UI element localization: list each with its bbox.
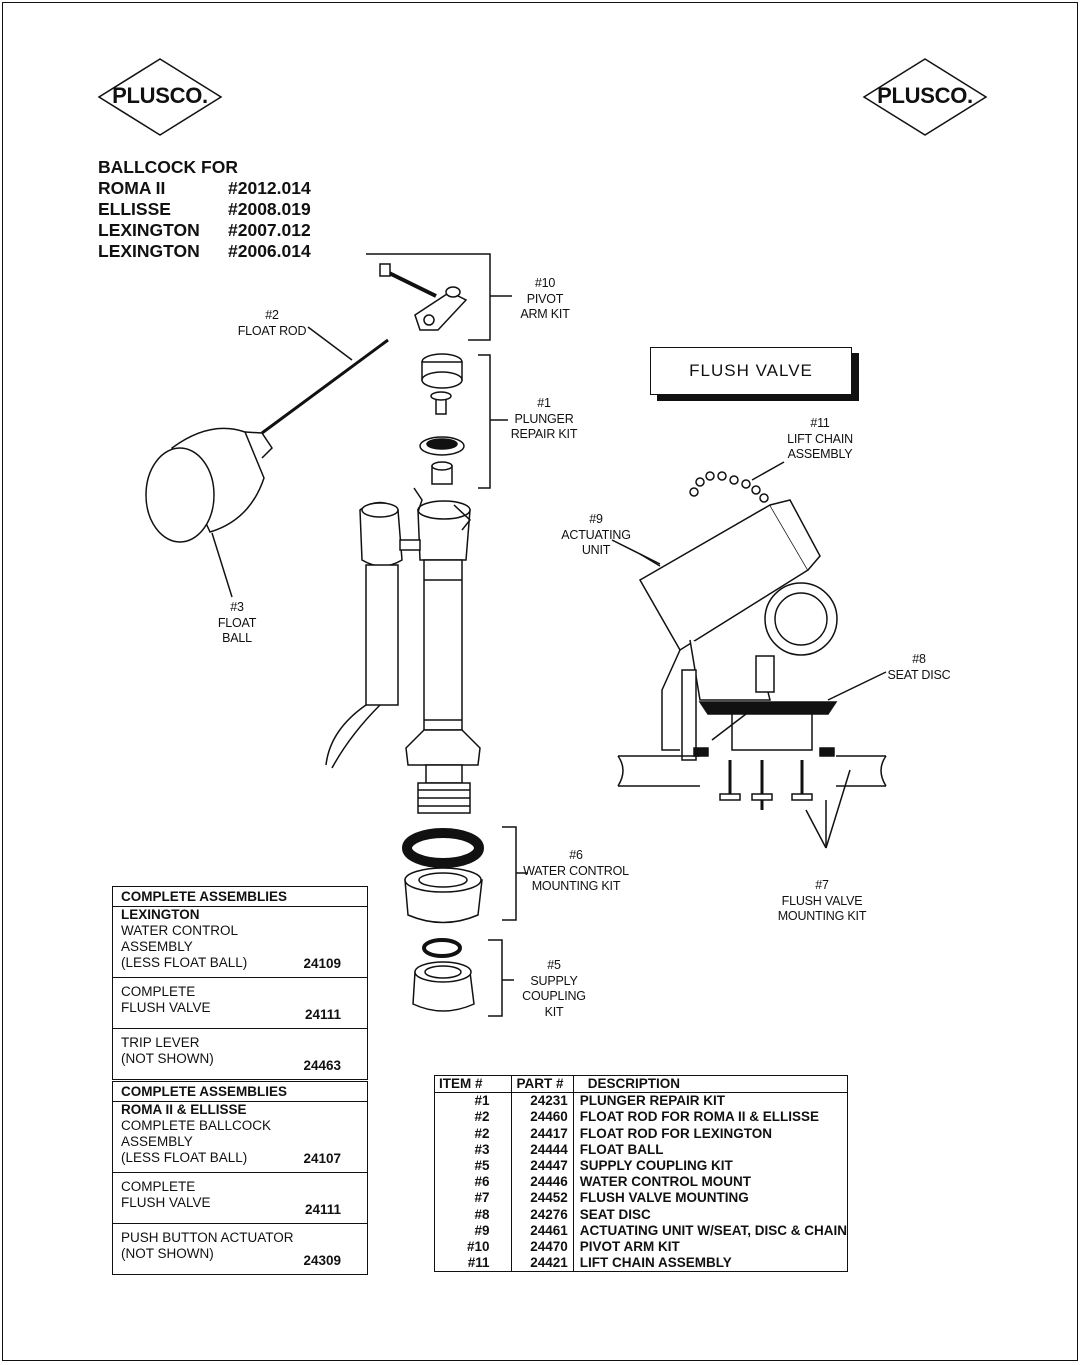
part-number: 24111 [304, 1007, 341, 1022]
logo-diamond-left [97, 58, 223, 136]
lift-chain [689, 461, 785, 503]
float-ball [145, 427, 273, 598]
actuating-unit [638, 499, 838, 761]
ballcock-body [325, 487, 481, 814]
assembly-section: COMPLETE FLUSH VALVE 24111 [113, 978, 367, 1029]
part-number: 24463 [303, 1058, 341, 1073]
model-row: LEXINGTON#2007.012 [98, 220, 311, 240]
callout-actuating-unit: #9 ACTUATING UNIT [561, 512, 631, 557]
callout-plunger-repair-kit: #1 PLUNGER REPAIR KIT [510, 396, 578, 441]
title-heading: BALLCOCK FOR [98, 157, 238, 177]
float-rod [261, 338, 389, 435]
model-row: ROMA II#2012.014 [98, 178, 311, 198]
callout-seat-disc: #8 SEAT DISC [887, 652, 951, 682]
callout-supply-coupling-kit: #5 SUPPLY COUPLING KIT [522, 958, 586, 1019]
column-header-part: PART # [511, 1076, 574, 1094]
assembly-section: COMPLETE FLUSH VALVE 24111 [113, 1173, 367, 1224]
logo-right: PLUSCO. [862, 57, 988, 137]
assembly-section: PUSH BUTTON ACTUATOR (NOT SHOWN) 24309 [121, 1230, 341, 1268]
part-number: 24109 [303, 956, 341, 971]
callout-float-rod: #2 FLOAT ROD [237, 308, 307, 338]
part-number: 24107 [303, 1151, 341, 1166]
callout-flush-valve-mounting-kit: #7 FLUSH VALVE MOUNTING KIT [777, 878, 867, 923]
mounting-bolts [719, 760, 851, 849]
callout-float-ball: #3 FLOAT BALL [217, 600, 257, 645]
assembly-section: LEXINGTON WATER CONTROL ASSEMBLY (LESS F… [113, 907, 367, 978]
parts-table-header: ITEM # PART # DESCRIPTION [435, 1076, 847, 1094]
water-control-mount [402, 828, 484, 924]
assembly-section: TRIP LEVER (NOT SHOWN) 24463 [121, 1035, 341, 1073]
model-row: ELLISSE#2008.019 [98, 199, 311, 219]
part-number: 24309 [303, 1253, 341, 1268]
model-row: LEXINGTON#2006.014 [98, 241, 311, 261]
supply-coupling [412, 938, 475, 1012]
tank-bottom [617, 747, 887, 787]
logo-left-text: PLUSCO. [112, 83, 208, 108]
logo-left: PLUSCO. [97, 57, 223, 137]
bracket-pivot-arm [366, 253, 491, 341]
pivot-arm-part [379, 263, 468, 331]
logo-diamond-right [862, 58, 988, 136]
assemblies-header: COMPLETE ASSEMBLIES [113, 887, 367, 907]
callout-pivot-arm-kit: #10 PIVOT ARM KIT [520, 276, 570, 321]
column-header-item: ITEM # [435, 1076, 513, 1094]
seat-disc [698, 671, 887, 751]
part-number: 24111 [304, 1202, 341, 1217]
callout-water-control-mounting-kit: #6 WATER CONTROL MOUNTING KIT [523, 848, 629, 893]
assemblies-header: COMPLETE ASSEMBLIES [113, 1082, 367, 1102]
column-header-description: DESCRIPTION [573, 1076, 847, 1094]
assemblies-roma-box: COMPLETE ASSEMBLIES ROMA II & ELLISSE CO… [112, 1081, 368, 1275]
assemblies-lexington-box: COMPLETE ASSEMBLIES LEXINGTON WATER CONT… [112, 886, 368, 1080]
title-block: BALLCOCK FOR ROMA II#2012.014 ELLISSE#20… [98, 157, 311, 262]
callout-lift-chain-assembly: #11 LIFT CHAIN ASSEMBLY [787, 416, 853, 461]
logo-right-text: PLUSCO. [877, 83, 973, 108]
assembly-section: ROMA II & ELLISSE COMPLETE BALLCOCK ASSE… [113, 1102, 367, 1173]
flush-valve-label-box: FLUSH VALVE [650, 347, 852, 395]
plunger-parts [419, 353, 465, 485]
